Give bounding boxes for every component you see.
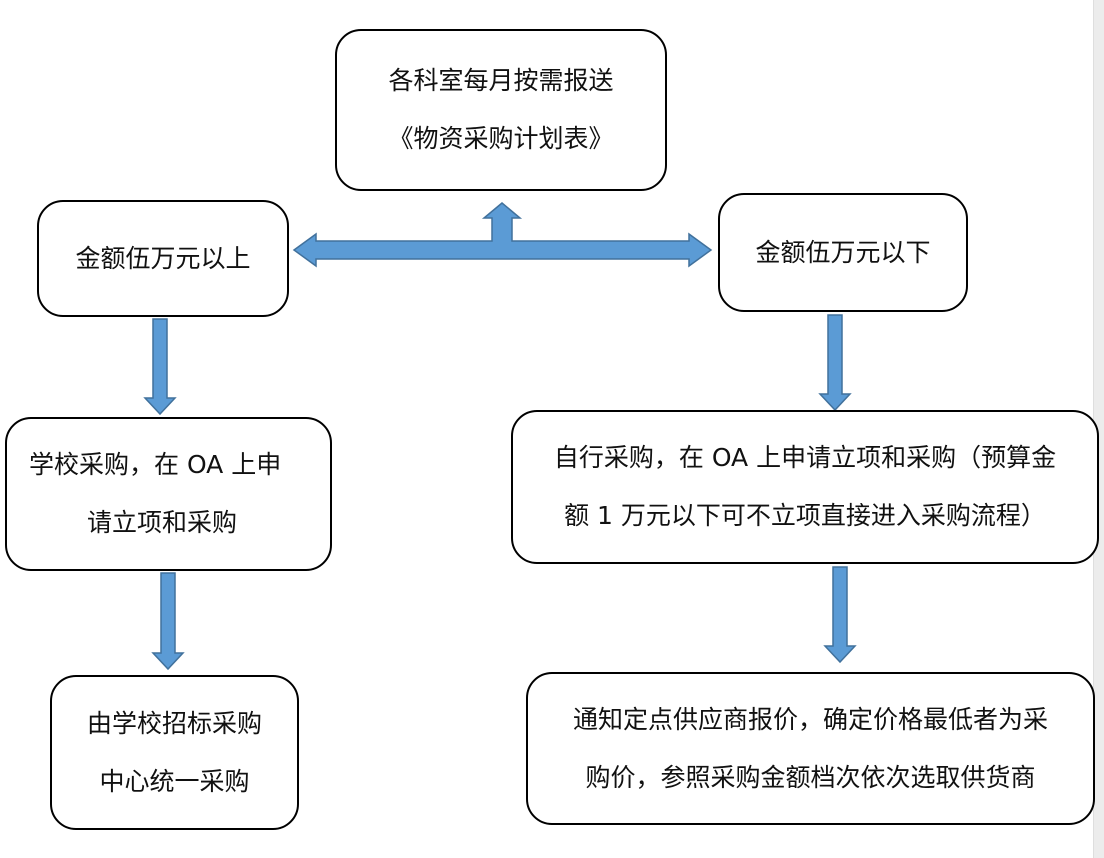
- right-step2-line1: 通知定点供应商报价，确定价格最低者为采: [572, 704, 1048, 734]
- left-step1-line2: 请立项和采购: [87, 508, 238, 537]
- left-step1-box: 学校采购，在 OA 上申 请立项和采购: [5, 417, 332, 571]
- top-box-submit-plan: 各科室每月按需报送 《物资采购计划表》: [335, 29, 667, 191]
- right-step1-line2: 额 1 万元以下可不立项直接进入采购流程）: [564, 501, 1046, 530]
- left-step2-line2: 中心统一采购: [99, 766, 250, 796]
- arrow-left-condition-to-step1: [143, 318, 177, 416]
- arrow-right-step1-to-step2: [823, 566, 857, 664]
- arrow-left-step1-to-step2: [151, 572, 185, 671]
- split-arrow: [292, 202, 713, 268]
- top-box-line1: 各科室每月按需报送: [388, 66, 614, 95]
- right-step2-box: 通知定点供应商报价，确定价格最低者为采 购价，参照采购金额档次依次选取供货商: [526, 672, 1095, 825]
- right-condition-box: 金额伍万元以下: [718, 193, 968, 312]
- right-condition-text: 金额伍万元以下: [755, 237, 931, 267]
- arrow-right-condition-to-step1: [818, 314, 852, 412]
- right-step1-box: 自行采购，在 OA 上申请立项和采购（预算金 额 1 万元以下可不立项直接进入采…: [511, 410, 1099, 564]
- right-step1-line1: 自行采购，在 OA 上申请立项和采购（预算金: [553, 443, 1057, 472]
- left-condition-box: 金额伍万元以上: [37, 200, 289, 317]
- left-step1-line1: 学校采购，在 OA 上申: [29, 450, 282, 479]
- left-condition-text: 金额伍万元以上: [75, 243, 251, 273]
- left-step2-line1: 由学校招标采购: [86, 708, 262, 738]
- right-step2-line2: 购价，参照采购金额档次依次选取供货商: [585, 762, 1036, 792]
- top-box-line2: 《物资采购计划表》: [388, 124, 614, 153]
- left-step2-box: 由学校招标采购 中心统一采购: [50, 675, 299, 830]
